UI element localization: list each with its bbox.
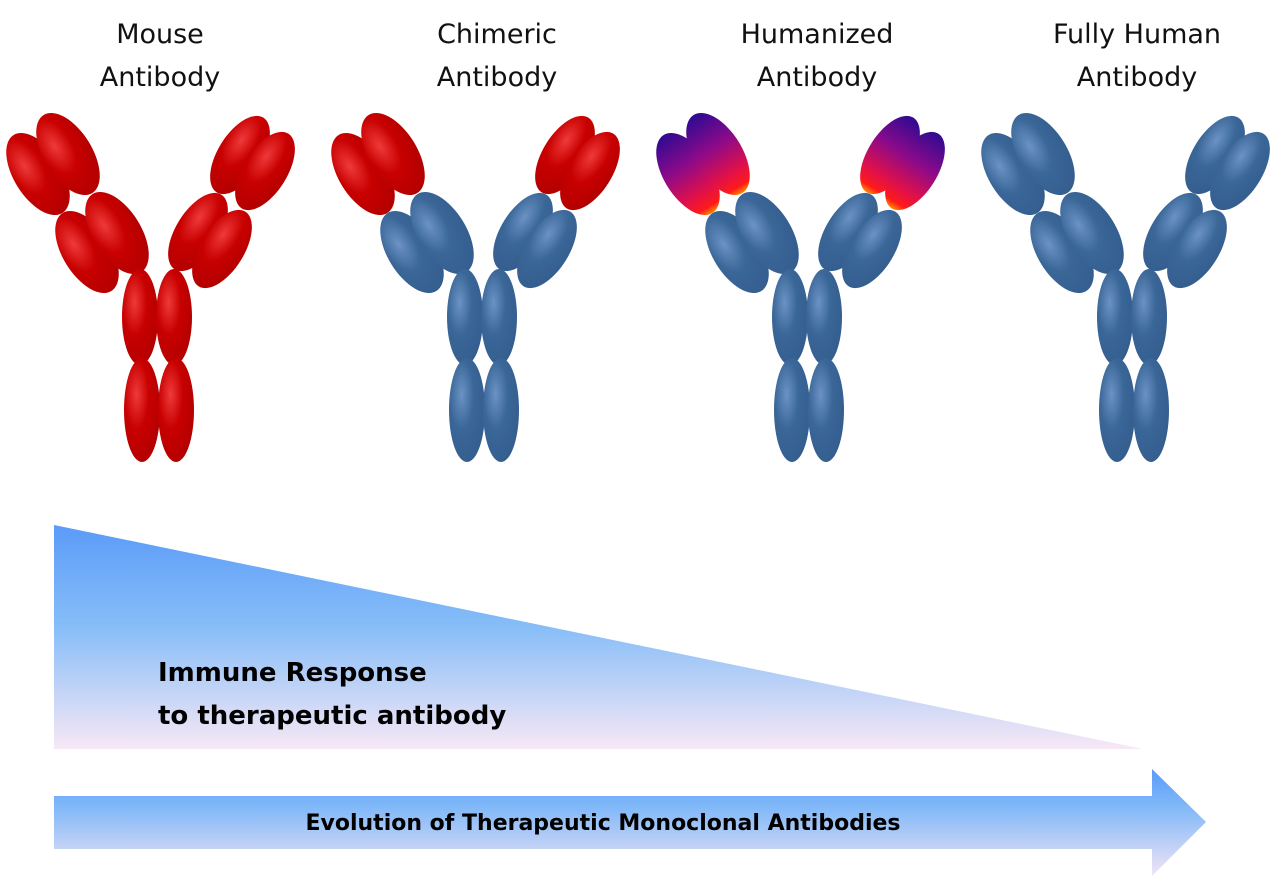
domain-left-variable-back [656, 132, 720, 216]
domain-stem-upper-right [156, 269, 192, 365]
domain-stem-lower-right [483, 358, 519, 462]
domain-right-variable-back [860, 115, 920, 195]
label-fully-human-antibody: Fully Human Antibody [987, 13, 1278, 99]
label-line2: Antibody [99, 62, 221, 93]
domain-stem-lower-right [808, 358, 844, 462]
antibodies-group [6, 112, 1270, 462]
domain-right-variable-back [1185, 115, 1245, 195]
domain-right-constant-back [818, 192, 878, 272]
domain-right-constant-front [842, 209, 902, 289]
domain-stem-upper-right [481, 269, 517, 365]
label-line1: Fully Human [1052, 19, 1222, 50]
domain-left-variable-back [981, 132, 1045, 216]
antibody-fully-human [981, 112, 1270, 462]
domain-stem-lower-right [1133, 358, 1169, 462]
domain-stem-upper-left [122, 269, 158, 365]
domain-stem-lower-right [158, 358, 194, 462]
antibody-humanized [656, 112, 945, 462]
domain-right-constant-back [168, 192, 228, 272]
domain-right-constant-front [1167, 209, 1227, 289]
label-line2: Antibody [1076, 62, 1198, 93]
domain-right-variable-front [560, 131, 620, 211]
domain-stem-upper-left [1097, 269, 1133, 365]
domain-right-variable-front [885, 131, 945, 211]
domain-stem-lower-left [774, 358, 810, 462]
domain-left-variable-front [686, 112, 750, 196]
domain-left-constant-back [380, 210, 444, 294]
domain-left-constant-front [735, 191, 799, 275]
antibody-chimeric [331, 112, 620, 462]
domain-right-constant-back [1143, 192, 1203, 272]
immune-response-line2: to therapeutic antibody [158, 701, 507, 731]
domain-right-variable-back [210, 115, 270, 195]
domain-left-constant-back [705, 210, 769, 294]
domain-right-variable-front [1210, 131, 1270, 211]
domain-left-variable-back [331, 132, 395, 216]
domain-stem-lower-left [449, 358, 485, 462]
label-humanized-antibody: Humanized Antibody [667, 13, 967, 99]
immune-response-line1: Immune Response [158, 658, 427, 688]
label-line1: Humanized [740, 19, 894, 50]
domain-left-constant-front [85, 191, 149, 275]
label-line1: Mouse [116, 19, 204, 50]
domain-right-constant-back [493, 192, 553, 272]
domain-stem-upper-left [447, 269, 483, 365]
domain-left-variable-back [6, 132, 70, 216]
label-mouse-antibody: Mouse Antibody [10, 13, 310, 99]
domain-left-constant-back [55, 210, 119, 294]
domain-left-constant-front [410, 191, 474, 275]
immune-response-label: Immune Response to therapeutic antibody [158, 652, 506, 738]
label-line2: Antibody [756, 62, 878, 93]
evolution-arrow [54, 769, 1206, 876]
domain-right-variable-back [535, 115, 595, 195]
evolution-arrow-label: Evolution of Therapeutic Monoclonal Anti… [305, 811, 901, 836]
label-line1: Chimeric [437, 19, 557, 50]
antibody-mouse [6, 112, 295, 462]
domain-right-constant-front [192, 209, 252, 289]
domain-left-constant-front [1060, 191, 1124, 275]
label-line2: Antibody [436, 62, 558, 93]
domain-right-variable-front [235, 131, 295, 211]
domain-left-variable-front [36, 112, 100, 196]
domain-stem-lower-left [124, 358, 160, 462]
domain-left-variable-front [1011, 112, 1075, 196]
label-chimeric-antibody: Chimeric Antibody [347, 13, 647, 99]
domain-stem-lower-left [1099, 358, 1135, 462]
domain-stem-upper-right [806, 269, 842, 365]
immune-response-triangle [54, 525, 1143, 749]
domain-left-constant-back [1030, 210, 1094, 294]
domain-left-variable-front [361, 112, 425, 196]
domain-stem-upper-left [772, 269, 808, 365]
domain-stem-upper-right [1131, 269, 1167, 365]
domain-right-constant-front [517, 209, 577, 289]
